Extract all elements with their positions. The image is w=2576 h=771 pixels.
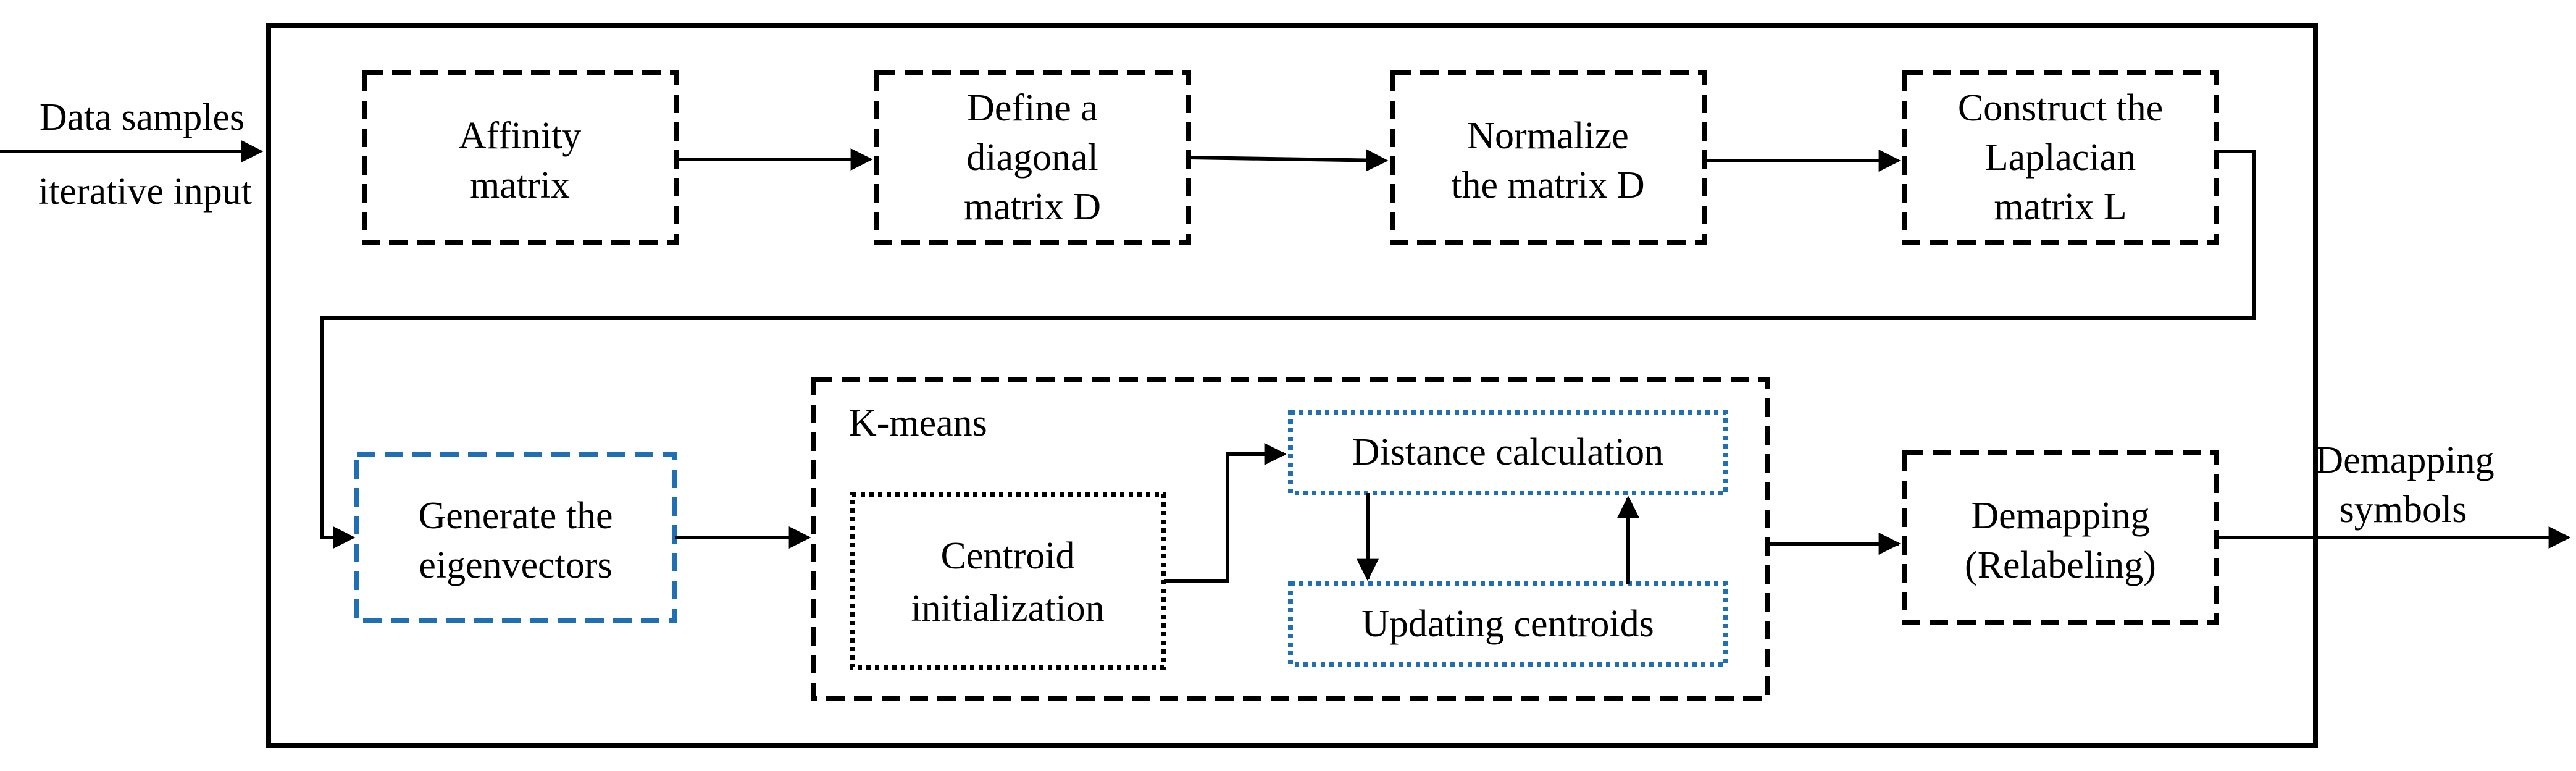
output-label-line1: Demapping — [2315, 439, 2494, 481]
diagonal-label-line3: matrix D — [964, 186, 1101, 228]
centroid-initialization-block: Centroid initialization — [850, 492, 1166, 670]
laplacian-label-line2: Laplacian — [1985, 137, 2136, 179]
kmeans-label: K-means — [849, 402, 987, 444]
arrow-laplacian-to-eigenvectors — [320, 150, 2256, 549]
distance-calculation-block: Distance calculation — [1288, 410, 1728, 495]
affinity-label-line1: Affinity — [459, 115, 582, 157]
input-label: Data samples iterative input — [38, 96, 252, 213]
demapping-label-line2: (Relabeling) — [1965, 544, 2156, 586]
eigenvectors-block: Generate the eigenvectors — [354, 452, 677, 623]
diagonal-label-line2: diagonal — [966, 137, 1098, 179]
eigenvectors-label-line1: Generate the — [419, 495, 613, 537]
laplacian-block: Construct the Laplacian matrix L — [1902, 70, 2219, 245]
kmeans-block: K-means Centroid initialization Distance… — [811, 377, 1770, 701]
normalize-label-line1: Normalize — [1467, 115, 1629, 157]
affinity-label-line2: matrix — [470, 164, 570, 206]
eigenvectors-label-line2: eigenvectors — [419, 544, 612, 586]
laplacian-label-line3: matrix L — [1994, 186, 2126, 228]
updating-label: Updating centroids — [1361, 603, 1654, 645]
centroid-init-label-line1: Centroid — [941, 535, 1075, 577]
input-label-line2: iterative input — [38, 171, 252, 213]
output-label: Demapping symbols — [2315, 439, 2494, 531]
diagonal-label-line1: Define a — [967, 87, 1098, 129]
normalize-block: Normalize the matrix D — [1390, 70, 1707, 245]
demapping-label-line1: Demapping — [1971, 495, 2149, 537]
arrow-centroid-to-distance — [1164, 443, 1287, 583]
distance-label: Distance calculation — [1352, 431, 1663, 473]
system-frame — [266, 23, 2318, 748]
affinity-matrix-block: Affinity matrix — [362, 70, 679, 245]
arrow-diagonal-to-normalize — [1188, 149, 1389, 172]
centroid-init-label-line2: initialization — [911, 588, 1104, 630]
input-label-line1: Data samples — [40, 96, 245, 138]
diagonal-matrix-block: Define a diagonal matrix D — [874, 70, 1191, 245]
laplacian-label-line1: Construct the — [1958, 87, 2163, 129]
demapping-block: Demapping (Relabeling) — [1902, 450, 2219, 625]
output-label-line2: symbols — [2340, 489, 2467, 531]
updating-centroids-block: Updating centroids — [1288, 581, 1728, 667]
normalize-label-line2: the matrix D — [1451, 164, 1644, 206]
